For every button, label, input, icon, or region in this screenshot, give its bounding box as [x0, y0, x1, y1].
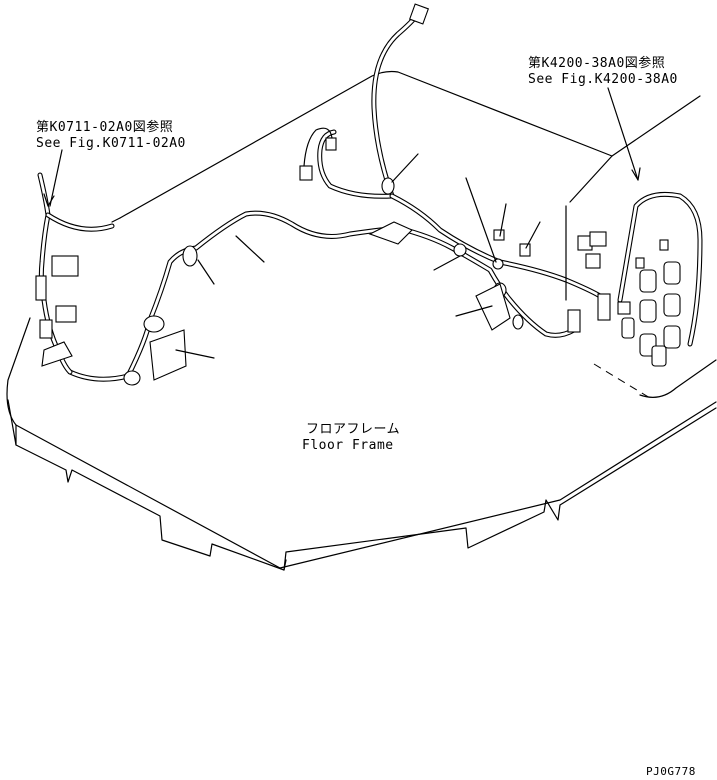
- connectors: [35, 3, 631, 367]
- solenoid-valves: [621, 239, 681, 367]
- leader-lines: [43, 87, 641, 359]
- floor-frame-outline: [6, 70, 717, 571]
- ref-right-jp: 第K4200-38A0図参照: [528, 56, 666, 71]
- ref-right-en: See Fig.K4200-38A0: [528, 72, 678, 87]
- floor-frame-label-en: Floor Frame: [302, 438, 394, 453]
- ref-left-jp: 第K0711-02A0図参照: [36, 120, 174, 135]
- figure-code: PJ0G778: [646, 765, 696, 778]
- ref-left-en: See Fig.K0711-02A0: [36, 136, 186, 151]
- floor-frame-label-jp: フロアフレーム: [306, 422, 401, 437]
- mounting-plates: [149, 221, 511, 381]
